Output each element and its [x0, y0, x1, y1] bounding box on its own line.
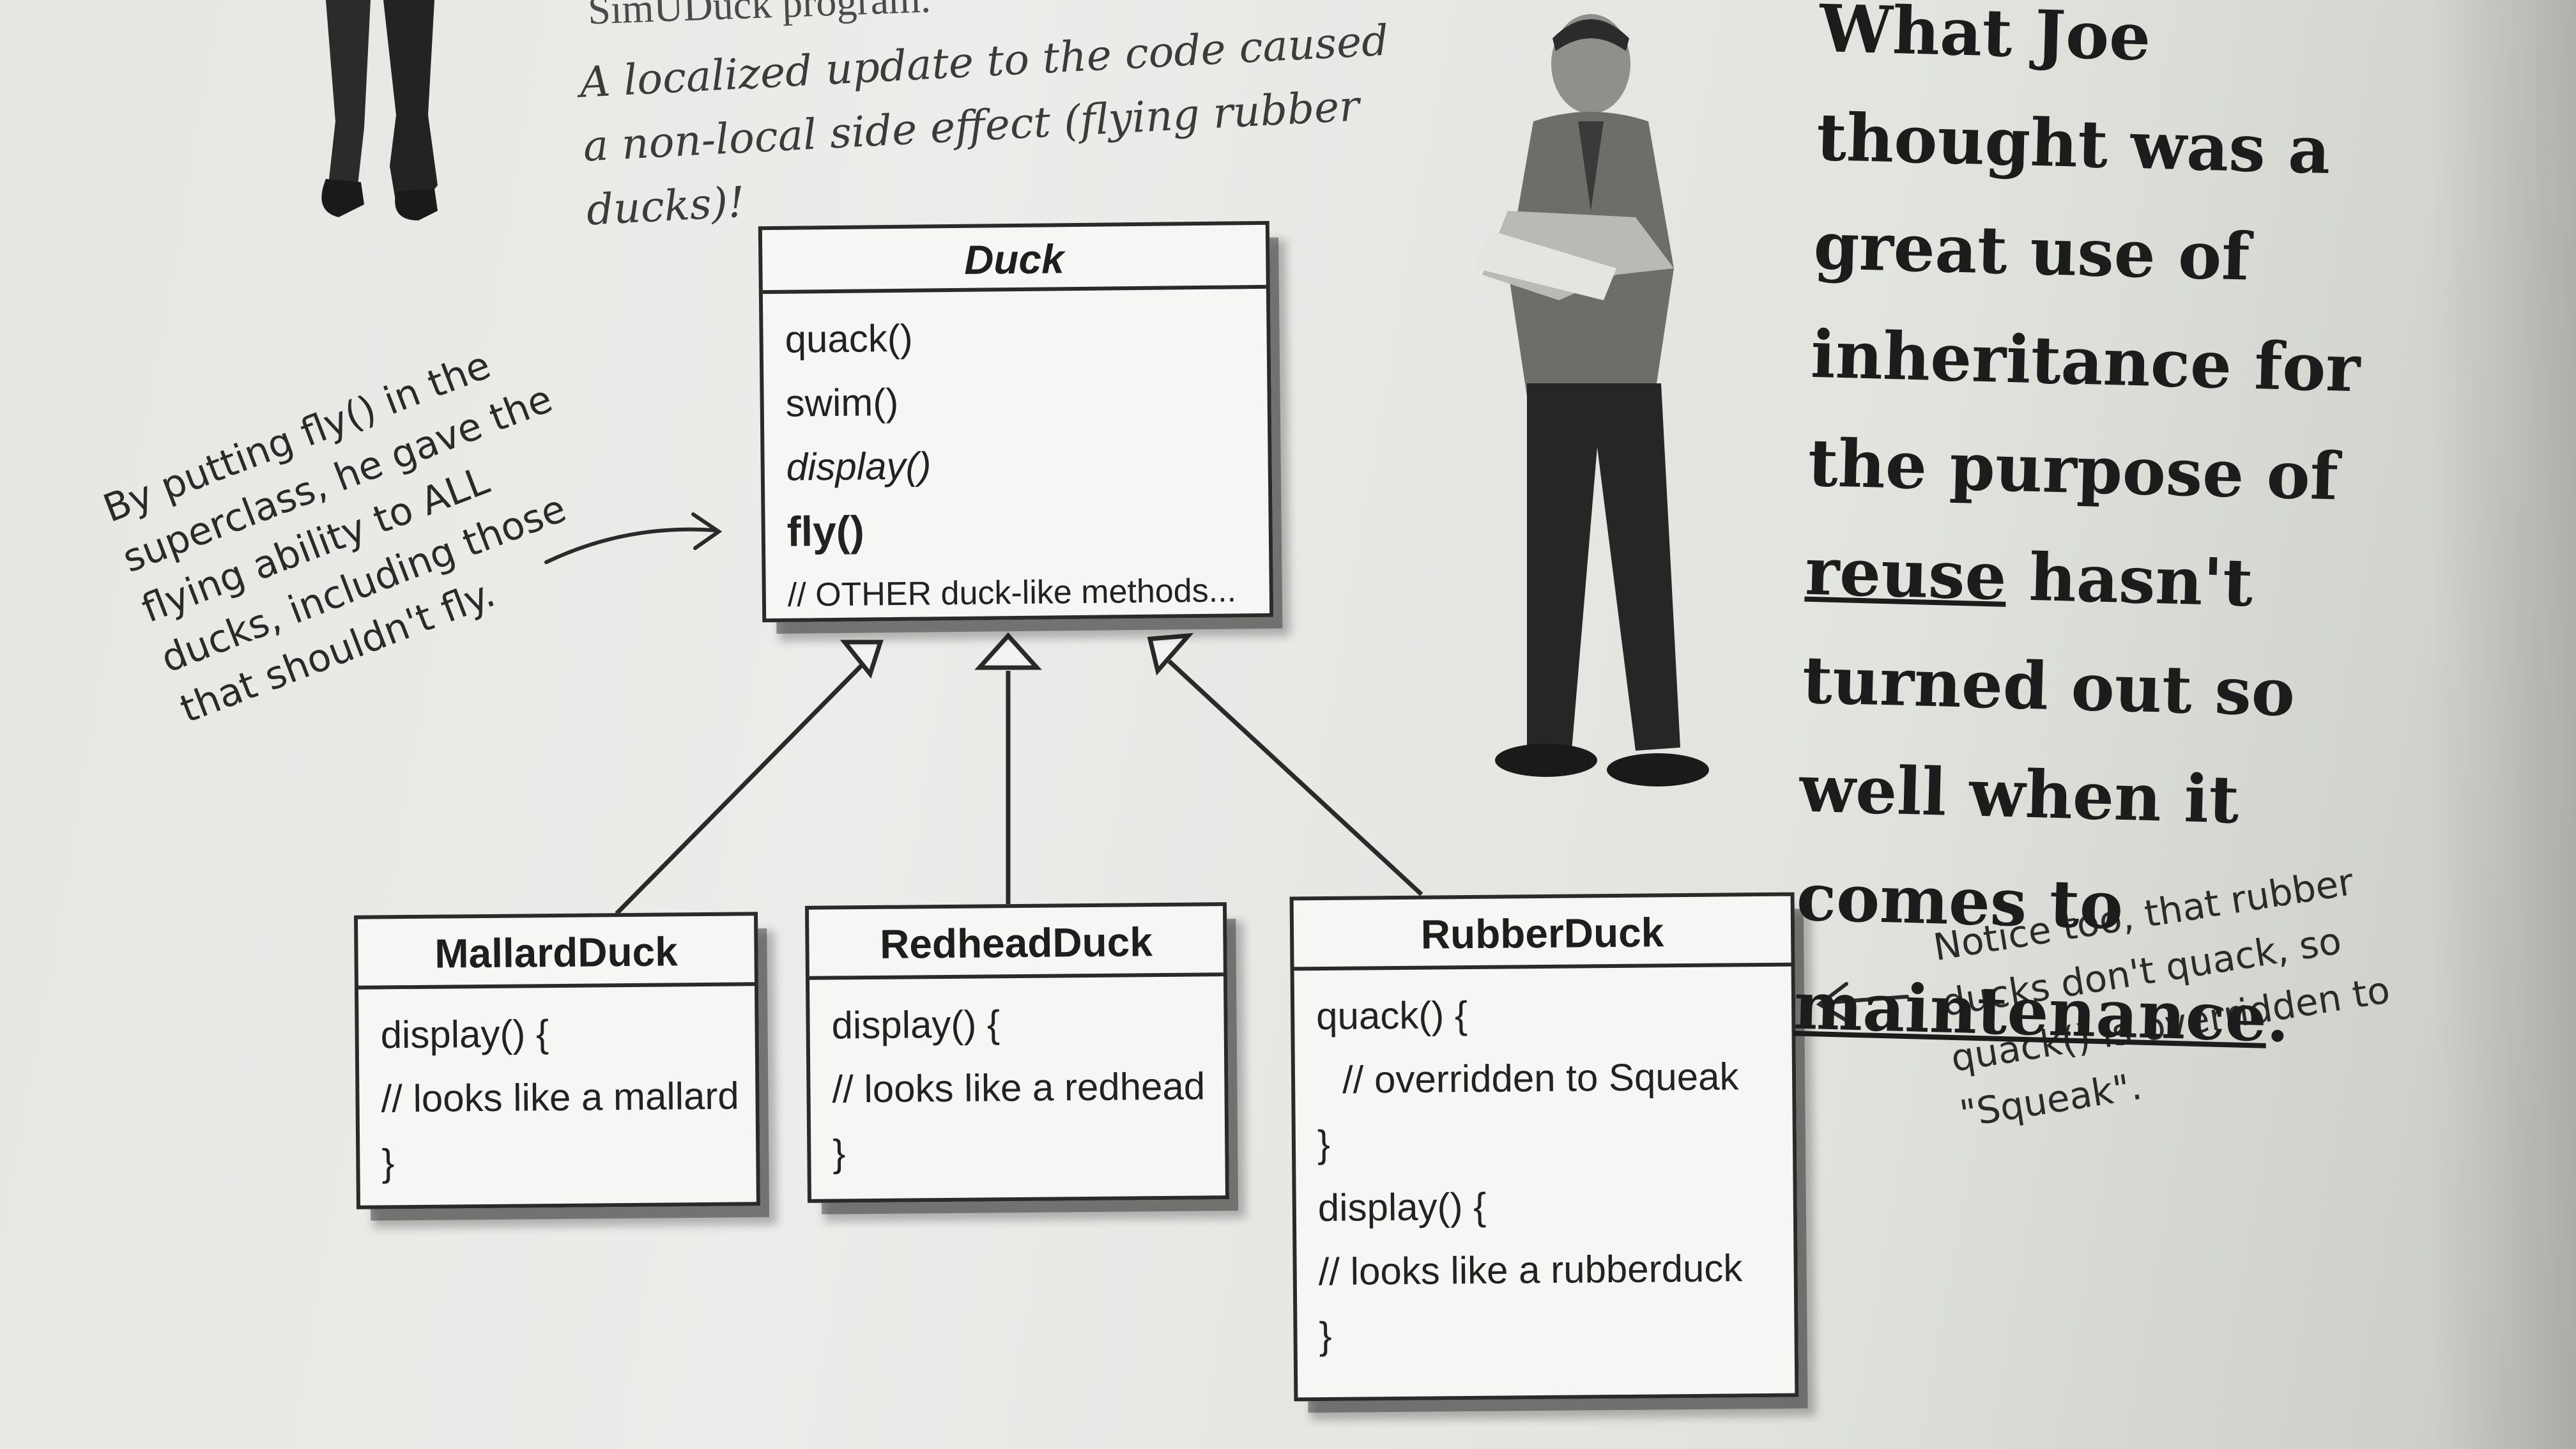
- code-line: }: [381, 1141, 395, 1184]
- mallard-duck-class-box: MallardDuck display() { // looks like a …: [354, 912, 760, 1209]
- rubber-inheritance-line: [1167, 659, 1423, 896]
- rubber-arrowhead: [1147, 632, 1194, 676]
- redhead-duck-body: display() { // looks like a redhead }: [809, 976, 1225, 1200]
- redhead-duck-title: RedheadDuck: [809, 906, 1223, 980]
- duck-class-title: Duck: [762, 224, 1266, 295]
- method-other: // OTHER duck-like methods...: [787, 572, 1237, 614]
- method-fly: fly(): [786, 507, 865, 555]
- code-line: // looks like a redhead: [832, 1064, 1206, 1111]
- code-line: // looks like a rubberduck: [1318, 1246, 1743, 1294]
- code-line: quack() {: [1315, 993, 1468, 1038]
- quote-reuse: reuse: [1804, 533, 2008, 615]
- method-swim: swim(): [785, 380, 899, 425]
- code-line: }: [1319, 1314, 1332, 1358]
- quote-end: .: [2266, 979, 2290, 1057]
- rubber-duck-title: RubberDuck: [1293, 896, 1791, 971]
- mallard-duck-body: display() { // looks like a mallard }: [358, 986, 756, 1209]
- method-display: display(): [786, 444, 931, 489]
- right-note-arrow: [1819, 995, 1909, 1005]
- person-legs-illustration: [321, 0, 438, 220]
- left-note-arrowhead: [691, 512, 723, 550]
- quote-text-part1: What Joe thought was a great use of inhe…: [1807, 0, 2361, 516]
- quote-maintenance: maintenance: [1793, 967, 2268, 1057]
- page-edge-shadow: [2429, 0, 2576, 1449]
- code-line: // looks like a mallard: [381, 1074, 740, 1121]
- left-note-arrow: [544, 527, 717, 564]
- rubber-duck-body: quack() { // overridden to Squeak } disp…: [1294, 967, 1795, 1383]
- joe-illustration: [1476, 14, 1709, 786]
- code-line: display() {: [831, 1002, 1000, 1047]
- code-line: }: [1317, 1122, 1331, 1166]
- code-line: display() {: [1317, 1184, 1487, 1230]
- code-line: // overridden to Squeak: [1342, 1055, 1739, 1101]
- method-quack: quack(): [785, 316, 914, 361]
- rubber-duck-class-box: RubberDuck quack() { // overridden to Sq…: [1289, 892, 1799, 1402]
- code-line: display() {: [380, 1012, 549, 1057]
- mallard-duck-title: MallardDuck: [358, 916, 755, 990]
- duck-class-box: Duck quack() swim() display() fly() // O…: [758, 220, 1274, 623]
- mallard-arrowhead: [839, 640, 884, 679]
- code-line: }: [832, 1131, 846, 1175]
- right-note-arrowhead: [1816, 982, 1851, 1024]
- redhead-arrowhead: [974, 632, 1042, 670]
- redhead-duck-class-box: RedheadDuck display() { // looks like a …: [804, 902, 1230, 1203]
- mallard-inheritance-line: [615, 663, 864, 916]
- duck-methods-list: quack() swim() display() fly() // OTHER …: [763, 289, 1270, 641]
- joe-quote: What Joe thought was a great use of inhe…: [1792, 0, 2395, 1075]
